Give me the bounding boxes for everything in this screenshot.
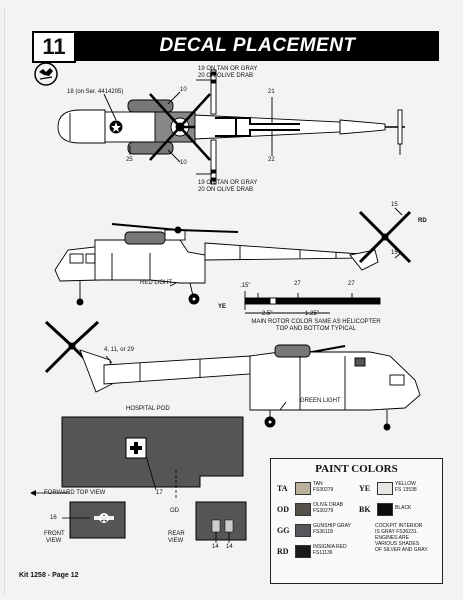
top-view-drawing xyxy=(57,69,405,185)
callout-27-b: 27 xyxy=(348,281,355,287)
callout-27-a: 27 xyxy=(294,281,301,287)
callout-19-top: 19 ON TAN OR GRAY xyxy=(198,66,258,72)
rear-view-label-1: REAR xyxy=(168,531,185,537)
rotor-note-line-1: MAIN ROTOR COLOR SAME AS HELICOPTER xyxy=(251,319,381,325)
paint-swatch-gg xyxy=(295,524,311,537)
paint-code-gg: GG xyxy=(277,526,290,535)
hospital-pod-drawing xyxy=(30,416,247,543)
paint-name-gg: GUNSHIP GRAY xyxy=(313,523,351,529)
rear-view-label-2: VIEW xyxy=(168,538,184,544)
paint-name-ta: TAN xyxy=(313,481,323,487)
rotor-note-line-2: TOP AND BOTTOM TYPICAL xyxy=(276,326,356,332)
callout-18: 18 (on Ser. 4414205) xyxy=(67,89,124,95)
paint-name-ye: YELLOW xyxy=(395,481,416,487)
callout-21: 21 xyxy=(268,89,275,95)
paint-swatch-ta xyxy=(295,482,311,495)
cockpit-note-4: VARIOUS SHADES xyxy=(375,541,420,547)
paint-fs-ye: FS 13538 xyxy=(395,487,417,493)
callout-15-lower: 15 xyxy=(391,250,398,256)
paint-code-ye: YE xyxy=(359,484,371,493)
paint-fs-gg: FS36118 xyxy=(313,529,333,535)
paint-code-bk: BK xyxy=(359,505,371,514)
callout-20-top: 20 ON OLIVE DRAB xyxy=(198,73,254,79)
dim-25-label: 2.5" xyxy=(262,311,273,317)
forward-top-view-label: FORWARD TOP VIEW xyxy=(44,490,106,496)
callout-17: 17 xyxy=(156,490,163,496)
front-view-label-2: VIEW xyxy=(46,538,62,544)
callout-rd: RD xyxy=(418,218,427,224)
callout-22: 22 xyxy=(268,157,275,163)
paint-colors-panel: PAINT COLORS TA TAN FS30279 OD OLIVE DRA… xyxy=(270,458,443,584)
callout-od: OD xyxy=(170,508,179,514)
cockpit-note-3: ENGINES ARE xyxy=(375,535,409,541)
callout-10-bottom: 10 xyxy=(180,160,187,166)
callout-20-bottom: 20 ON OLIVE DRAB xyxy=(198,187,254,193)
paint-code-od: OD xyxy=(277,505,289,514)
side-view-drawing xyxy=(54,207,412,314)
dim-15-label: .15" xyxy=(240,283,251,289)
bottom-view-drawing xyxy=(44,320,421,431)
paint-colors-title: PAINT COLORS xyxy=(315,463,398,475)
paint-name-od: OLIVE DRAB xyxy=(313,502,344,508)
callout-4-11-29: 4, 11, or 29 xyxy=(104,347,134,353)
paint-swatch-bk xyxy=(377,503,393,516)
callout-10-top: 10 xyxy=(180,87,187,93)
paint-code-rd: RD xyxy=(277,547,289,556)
scale-icon xyxy=(34,62,58,86)
step-number: 11 xyxy=(32,31,76,63)
callout-ye: YE xyxy=(218,304,227,310)
callout-16: 16 xyxy=(50,515,57,521)
front-view-label-1: FRONT xyxy=(44,531,65,537)
cockpit-note-1: COCKPIT INTERIOR xyxy=(375,523,423,529)
paint-fs-ta: FS30279 xyxy=(313,487,334,493)
red-light-label: RED LIGHT xyxy=(140,280,173,286)
paint-name-rd: INSIGNIA RED xyxy=(313,544,347,550)
page-footer: Kit 1258 - Page 12 xyxy=(19,572,79,579)
paint-swatch-rd xyxy=(295,545,311,558)
callout-19-bottom: 19 ON TAN OR GRAY xyxy=(198,180,258,186)
sheet-edge xyxy=(4,8,460,596)
paint-fs-rd: FS11136 xyxy=(313,550,333,556)
paint-code-ta: TA xyxy=(277,484,288,493)
page-title: DECAL PLACEMENT xyxy=(76,31,439,61)
paint-name-bk: BLACK xyxy=(395,505,412,511)
green-light-label: GREEN LIGHT xyxy=(300,398,341,404)
dim-125-label: 1.25" xyxy=(305,311,319,317)
paint-swatch-od xyxy=(295,503,311,516)
cockpit-note-5: OF SILVER AND GRAY. xyxy=(375,547,429,553)
paint-swatch-ye xyxy=(377,482,393,495)
cockpit-note-2: IS GRAY FS36231. xyxy=(375,529,418,535)
callout-15-upper: 15 xyxy=(391,202,398,208)
paint-fs-od: FS30279 xyxy=(313,508,334,514)
callout-14-b: 14 xyxy=(226,544,233,550)
callout-25: 25 xyxy=(126,157,133,163)
hospital-pod-title: HOSPITAL POD xyxy=(126,406,170,412)
callout-14-a: 14 xyxy=(212,544,219,550)
